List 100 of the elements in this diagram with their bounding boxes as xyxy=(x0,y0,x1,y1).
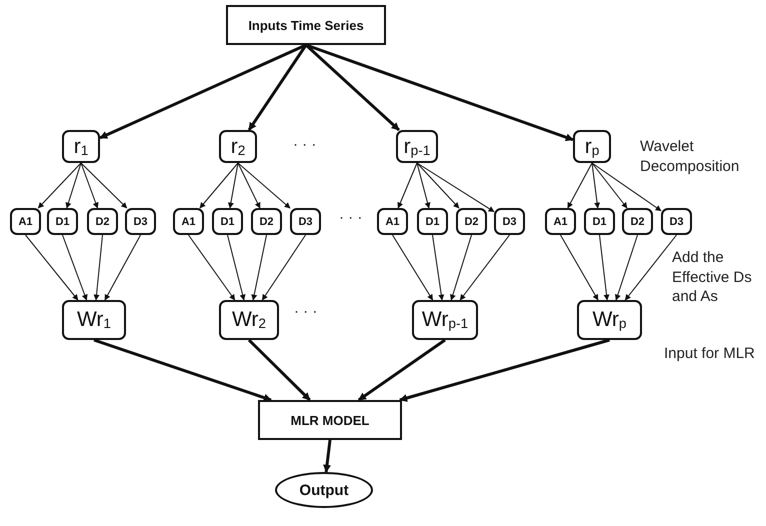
process-box xyxy=(412,300,478,340)
node-label: D1 xyxy=(220,216,235,228)
node-label: D2 xyxy=(95,216,110,228)
arrow xyxy=(248,338,311,402)
ellipsis-text: · · · xyxy=(339,208,364,228)
arrow xyxy=(94,338,272,402)
annotation-text: Wavelet Decomposition xyxy=(640,137,740,176)
arrow xyxy=(624,234,677,300)
process-box xyxy=(661,208,692,235)
process-box xyxy=(396,130,438,163)
node-label: D3 xyxy=(298,216,313,228)
arrow xyxy=(460,234,510,300)
arrow xyxy=(248,44,308,131)
arrow xyxy=(227,234,246,301)
arrow xyxy=(399,338,610,402)
process-box xyxy=(377,208,408,235)
arrow xyxy=(80,162,128,208)
arrow xyxy=(560,234,598,301)
node-label: D2 xyxy=(259,216,274,228)
arrow xyxy=(599,234,610,301)
process-box xyxy=(62,300,126,340)
process-box xyxy=(545,208,576,235)
arrow xyxy=(592,162,662,212)
process-box xyxy=(456,208,487,235)
arrow xyxy=(238,162,260,209)
node-label: Wr$_{p}$ xyxy=(592,308,627,332)
node-label: r$_{1}$ xyxy=(74,134,88,158)
process-box xyxy=(62,130,100,163)
node-label: MLR MODEL xyxy=(290,412,370,428)
arrow xyxy=(306,44,574,142)
node-label: Wr$_{1}$ xyxy=(76,308,112,332)
arrow xyxy=(228,162,238,209)
arrow xyxy=(251,234,267,301)
input-box xyxy=(226,5,386,45)
arrow xyxy=(392,234,434,300)
node-label: r$_{2}$ xyxy=(230,134,246,158)
node-label: D1 xyxy=(592,216,607,228)
arrow xyxy=(80,162,98,209)
process-box xyxy=(125,208,156,235)
process-box xyxy=(622,208,653,235)
node-label: A1 xyxy=(181,216,196,228)
arrow xyxy=(94,234,103,301)
arrow xyxy=(304,44,400,132)
node-label: Wr$_{p-1}$ xyxy=(422,308,468,332)
process-box xyxy=(251,208,282,235)
arrow xyxy=(238,162,290,209)
arrow xyxy=(567,162,592,209)
node-label: D2 xyxy=(630,216,645,228)
node-label: D1 xyxy=(55,216,70,228)
node-label: A1 xyxy=(18,216,33,228)
ellipsis-text: · · · xyxy=(294,302,318,322)
process-box xyxy=(577,300,642,340)
node-label: r$_{p}$ xyxy=(584,134,600,158)
node-label: D3 xyxy=(669,216,684,228)
arrow xyxy=(38,162,82,208)
arrow xyxy=(450,234,472,301)
node-label: Output xyxy=(299,482,349,498)
arrow xyxy=(188,234,236,300)
arrow xyxy=(416,162,460,208)
arrow xyxy=(614,234,638,301)
process-box xyxy=(584,208,615,235)
process-box xyxy=(173,208,204,235)
arrow xyxy=(323,440,332,473)
node-label: Wr$_{2}$ xyxy=(232,308,266,332)
arrow xyxy=(358,338,446,402)
arrow xyxy=(104,234,141,301)
process-box xyxy=(87,208,118,235)
node-label: D1 xyxy=(425,216,440,228)
process-box xyxy=(573,130,611,163)
node-label: A1 xyxy=(385,216,400,228)
annotation-text: Add the Effective Ds and As xyxy=(672,248,753,306)
arrow xyxy=(99,44,307,140)
arrow xyxy=(416,162,430,209)
ellipsis-text: · · · xyxy=(293,135,318,154)
node-label: A1 xyxy=(553,216,568,228)
node-label: D3 xyxy=(502,216,517,228)
process-box xyxy=(417,208,448,235)
arrow xyxy=(62,234,88,301)
arrow xyxy=(66,162,82,209)
node-label: D2 xyxy=(464,216,479,228)
arrow xyxy=(432,234,444,301)
process-box xyxy=(494,208,525,235)
arrow xyxy=(25,234,78,300)
arrow xyxy=(199,162,238,208)
arrow xyxy=(416,162,494,212)
arrow xyxy=(397,162,418,209)
model-box xyxy=(258,400,402,440)
process-box xyxy=(290,208,321,235)
node-label: D3 xyxy=(133,216,148,228)
process-box xyxy=(219,130,257,163)
arrow xyxy=(592,162,628,208)
process-box xyxy=(10,208,41,235)
process-box xyxy=(212,208,243,235)
node-label: r$_{p-1}$ xyxy=(404,134,430,158)
annotation-text: Input for MLR xyxy=(664,344,756,364)
arrow xyxy=(262,234,306,300)
node-label: Inputs Time Series xyxy=(248,18,364,32)
arrow xyxy=(592,162,600,209)
process-box xyxy=(47,208,78,235)
process-box xyxy=(219,300,279,340)
